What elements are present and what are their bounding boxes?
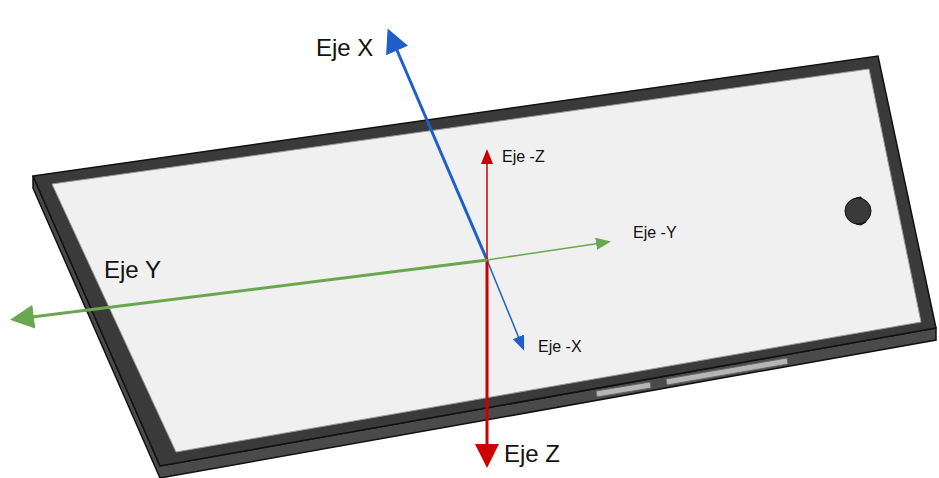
x-axis bbox=[390, 34, 487, 260]
axis-label: Eje -Y bbox=[633, 224, 677, 242]
neg-z-axis bbox=[486, 152, 488, 260]
axis-label: Eje X bbox=[316, 34, 373, 62]
z-axis bbox=[486, 260, 489, 462]
axis-label: Eje -Z bbox=[502, 148, 545, 166]
neg-y-axis bbox=[487, 242, 608, 260]
side-button bbox=[666, 358, 788, 385]
axis-label: Eje Y bbox=[104, 256, 161, 284]
axis-label: Eje Z bbox=[504, 440, 560, 468]
camera-notch bbox=[845, 198, 871, 224]
y-axis bbox=[16, 260, 487, 319]
neg-x-axis bbox=[487, 260, 523, 348]
side-button bbox=[596, 382, 651, 397]
axis-label: Eje -X bbox=[538, 338, 582, 356]
